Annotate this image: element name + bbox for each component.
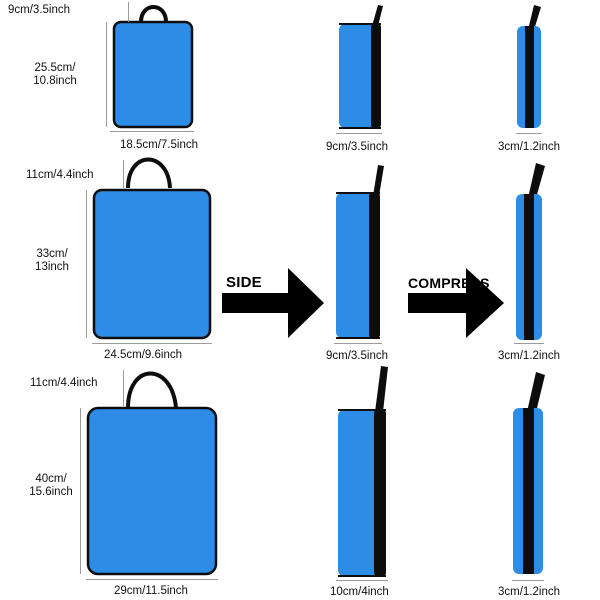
row1-depth-line: [128, 2, 129, 22]
row3-depth-line: [123, 370, 124, 406]
side-arrow: [222, 268, 324, 338]
compress-arrow: [408, 268, 504, 338]
medium-cube-compressed: [516, 163, 545, 340]
row1-depth-label: 9cm/3.5inch: [8, 4, 71, 16]
row1-height-label: 25.5cm/ 10.8inch: [33, 62, 77, 87]
row2-height-line: [86, 190, 87, 338]
row3-comp-width-line: [512, 580, 544, 581]
row2-depth-label: 11cm/4.4inch: [26, 169, 94, 181]
row2-side-width-label: 9cm/3.5inch: [326, 350, 389, 362]
row3-comp-width-label: 3cm/1.2inch: [498, 586, 561, 598]
large-cube-front: [86, 371, 218, 576]
row1-width-line: [110, 131, 194, 132]
row3-height-line: [80, 408, 81, 574]
side-arrow-label: SIDE: [226, 274, 262, 291]
row2-comp-width-line: [514, 343, 544, 344]
medium-cube-front: [92, 157, 212, 340]
row3-height-label: 40cm/ 15.6inch: [29, 473, 73, 498]
medium-cube-side: [336, 165, 384, 339]
row2-depth-line: [123, 160, 124, 188]
row2-height-label: 33cm/ 13inch: [35, 248, 69, 273]
row3-width-label: 29cm/11.5inch: [114, 585, 188, 597]
small-cube-compressed: [517, 5, 541, 128]
row3-side-width-line: [336, 580, 388, 581]
row1-comp-width-line: [516, 133, 542, 134]
small-cube-front: [112, 5, 194, 129]
row2-comp-width-label: 3cm/1.2inch: [498, 350, 561, 362]
large-cube-compressed: [513, 372, 545, 574]
row2-width-label: 24.5cm/9.6inch: [104, 349, 182, 361]
row1-height-line: [106, 22, 107, 127]
row1-side-width-label: 9cm/3.5inch: [326, 141, 389, 153]
large-cube-side: [338, 366, 388, 577]
row2-width-line: [92, 343, 212, 344]
row1-width-label: 18.5cm/7.5inch: [120, 139, 198, 151]
row1-comp-width-label: 3cm/1.2inch: [498, 141, 561, 153]
row3-width-line: [86, 579, 218, 580]
row1-side-width-line: [336, 133, 382, 134]
row2-side-width-line: [334, 343, 382, 344]
small-cube-side: [339, 5, 383, 129]
row3-side-width-label: 10cm/4inch: [330, 586, 389, 598]
compress-arrow-label: COMPRESS: [408, 275, 490, 291]
row3-depth-label: 11cm/4.4inch: [30, 377, 98, 389]
